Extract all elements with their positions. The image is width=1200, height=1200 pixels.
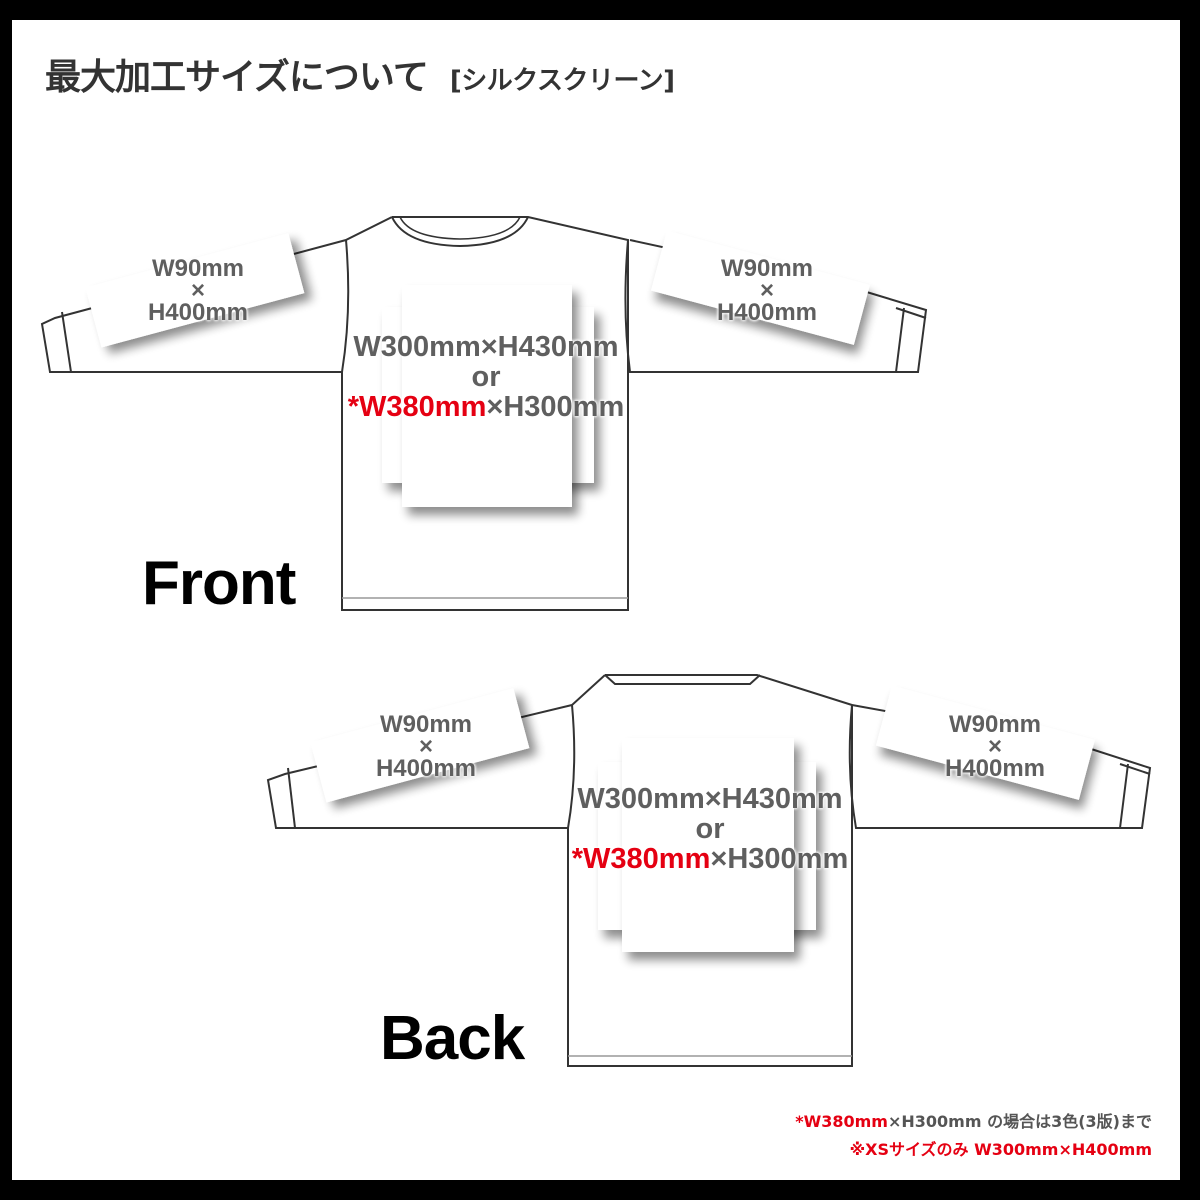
red-width: *W380mm [347,391,487,423]
front-view-label: Front [142,549,296,618]
or-text: or [471,361,501,393]
back-shirt [266,674,1152,1067]
footnote-text: ×H300mm の場合は3色(3版)まで [887,1112,1152,1131]
body-size-option-1: W300mm×H430mm [577,783,843,815]
times-sign: × [190,277,205,304]
times-sign: × [418,733,433,760]
title-method: [シルクスクリーン] [449,66,675,96]
page-title: 最大加工サイズについて [シルクスクリーン] [45,48,675,100]
sleeve-width: W90mm [379,711,473,738]
back-left-sleeve-size: W90mm × H400mm [346,711,506,782]
back-body-size: W300mm×H430mm or *W380mm×H300mm [550,784,870,874]
red-width: *W380mm [571,843,711,875]
front-body-size: W300mm×H430mm or *W380mm×H300mm [326,332,646,422]
sleeve-width: W90mm [151,255,245,282]
body-size-option-2: *W380mm×H300mm [550,844,870,874]
title-main: 最大加工サイズについて [45,57,429,98]
footnote-red-size: *W380mm [795,1112,888,1131]
back-view-label: Back [380,1004,525,1073]
sleeve-width: W90mm [948,711,1042,738]
front-right-sleeve-size: W90mm × H400mm [687,255,847,326]
times-sign: × [759,277,774,304]
height: ×H300mm [486,391,625,423]
front-shirt [40,216,928,611]
sleeve-height: H400mm [944,755,1046,782]
footnotes: *W380mm×H300mm の場合は3色(3版)まで ※XSサイズのみ W30… [795,1108,1152,1164]
or-text: or [695,813,725,845]
back-right-sleeve-size: W90mm × H400mm [915,711,1075,782]
body-size-option-2: *W380mm×H300mm [326,392,646,422]
sleeve-height: H400mm [375,755,477,782]
footnote-xs-size: ※XSサイズのみ W300mm×H400mm [849,1140,1152,1159]
height: ×H300mm [710,843,849,875]
sleeve-height: H400mm [147,299,249,326]
body-size-option-1: W300mm×H430mm [353,331,619,363]
footnote-color-limit: *W380mm×H300mm の場合は3色(3版)まで [795,1108,1152,1136]
front-left-sleeve-size: W90mm × H400mm [118,255,278,326]
sleeve-width: W90mm [720,255,814,282]
times-sign: × [987,733,1002,760]
sleeve-height: H400mm [716,299,818,326]
